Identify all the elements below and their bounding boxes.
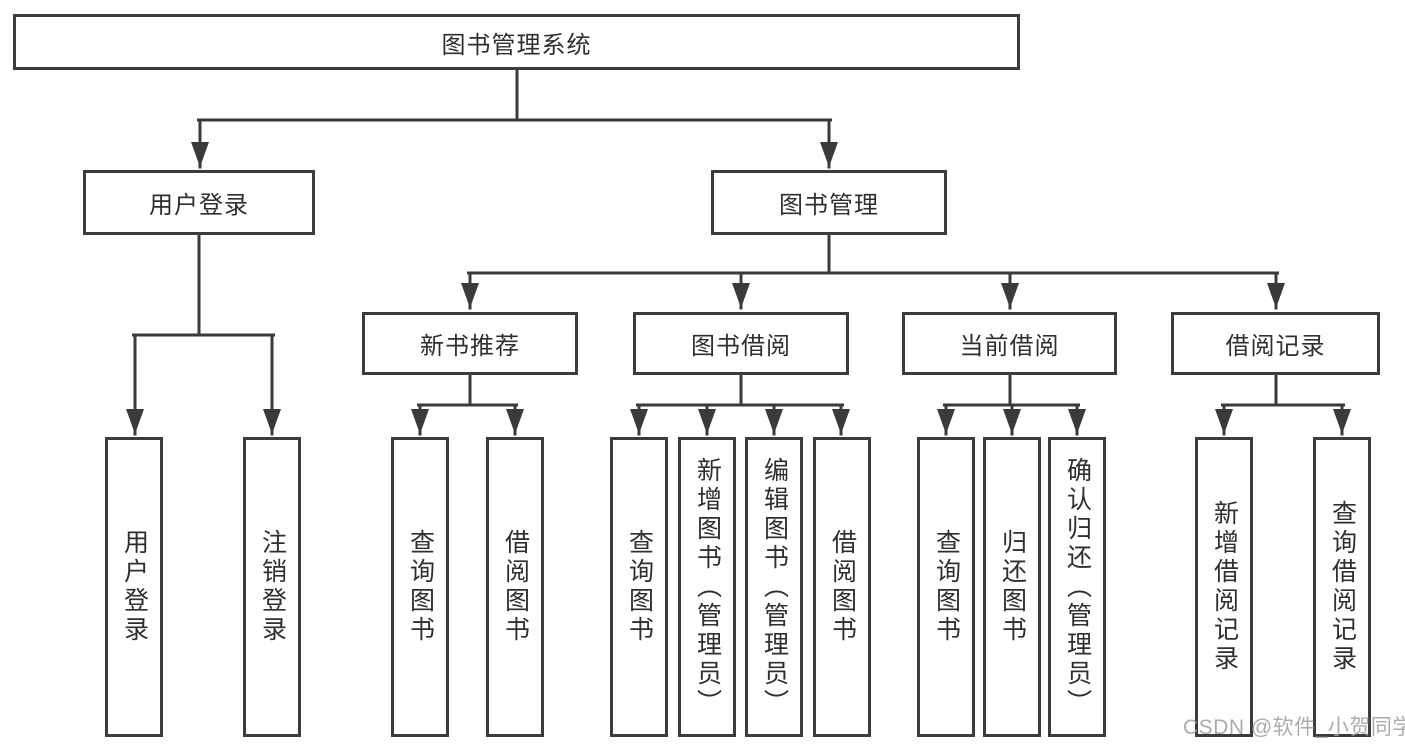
node-leaf-query-borrow-record: 查询借阅记录 bbox=[1313, 437, 1371, 737]
node-leaf-query-book-recommend: 查询图书 bbox=[391, 437, 449, 737]
node-leaf-borrow-book-recommend: 借阅图书 bbox=[486, 437, 544, 737]
node-current-borrowing: 当前借阅 bbox=[902, 312, 1117, 375]
node-leaf-query-book-current: 查询图书 bbox=[917, 437, 975, 737]
node-library-management-system: 图书管理系统 bbox=[13, 14, 1020, 70]
node-user-login: 用户登录 bbox=[83, 170, 315, 235]
node-leaf-user-login: 用户登录 bbox=[105, 437, 163, 737]
node-leaf-query-book-borrow: 查询图书 bbox=[610, 437, 668, 737]
node-leaf-return-book: 归还图书 bbox=[983, 437, 1041, 737]
node-leaf-add-borrow-record: 新增借阅记录 bbox=[1195, 437, 1253, 737]
node-new-book-recommend: 新书推荐 bbox=[362, 312, 578, 375]
node-book-borrowing: 图书借阅 bbox=[633, 312, 849, 375]
node-leaf-logout: 注销登录 bbox=[243, 437, 301, 737]
node-book-management: 图书管理 bbox=[711, 170, 947, 235]
node-leaf-confirm-return-admin: 确认归还（管理员） bbox=[1048, 437, 1106, 737]
node-borrow-records: 借阅记录 bbox=[1171, 312, 1380, 375]
csdn-watermark: CSDN @软件_小贺同学 bbox=[1183, 716, 1405, 739]
node-leaf-edit-book-admin: 编辑图书（管理员） bbox=[745, 437, 803, 737]
node-leaf-add-book-admin: 新增图书（管理员） bbox=[678, 437, 736, 737]
node-leaf-borrow-book: 借阅图书 bbox=[813, 437, 871, 737]
